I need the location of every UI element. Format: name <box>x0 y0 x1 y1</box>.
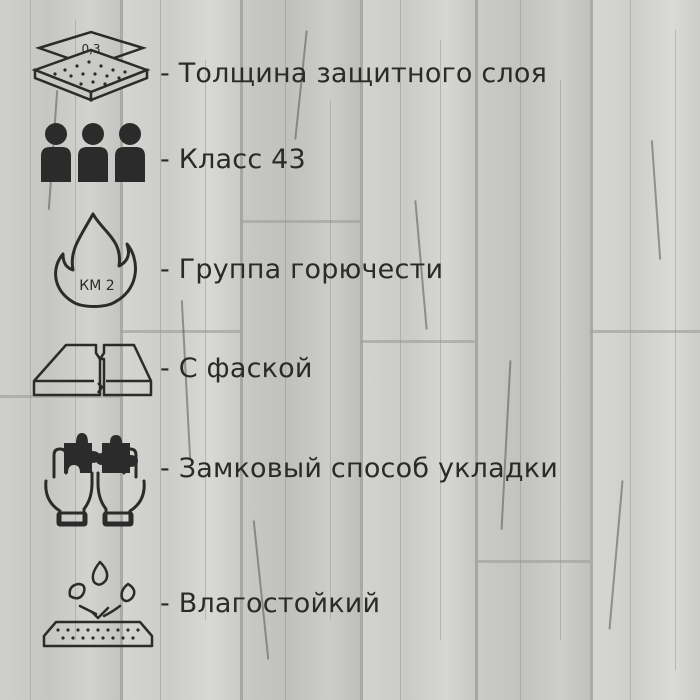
feature-label-lock: - Замковый способ укладки <box>160 453 558 484</box>
protective-layer-icon: 0,3 <box>31 30 151 102</box>
flammability-class-text: КМ 2 <box>79 278 114 294</box>
layer-thickness-text: 0,3 <box>81 42 100 56</box>
feature-row-lock: - Замковый способ укладки <box>0 425 700 535</box>
feature-label-moisture: - Влагостойкий <box>160 588 381 619</box>
bevel-icon <box>32 343 153 397</box>
feature-row-bevel: - С фаской <box>0 335 700 405</box>
feature-row-flammability: КМ 2 - Группа горючести <box>0 210 700 310</box>
feature-label-bevel: - С фаской <box>160 353 313 384</box>
flame-icon: КМ 2 <box>54 212 137 308</box>
puzzle-hands-icon <box>44 433 146 527</box>
feature-row-moisture: - Влагостойкий <box>0 550 700 660</box>
feature-row-class: - Класс 43 <box>0 120 700 190</box>
feature-label-protective-layer: - Толщина защитного слоя <box>160 58 548 89</box>
feature-label-flammability: - Группа горючести <box>160 254 444 285</box>
feature-row-protective-layer: 0,3 - Толщина защитного слоя <box>0 30 700 110</box>
water-drops-icon <box>42 560 154 648</box>
people-class-icon <box>41 123 145 182</box>
feature-label-class: - Класс 43 <box>160 144 306 175</box>
